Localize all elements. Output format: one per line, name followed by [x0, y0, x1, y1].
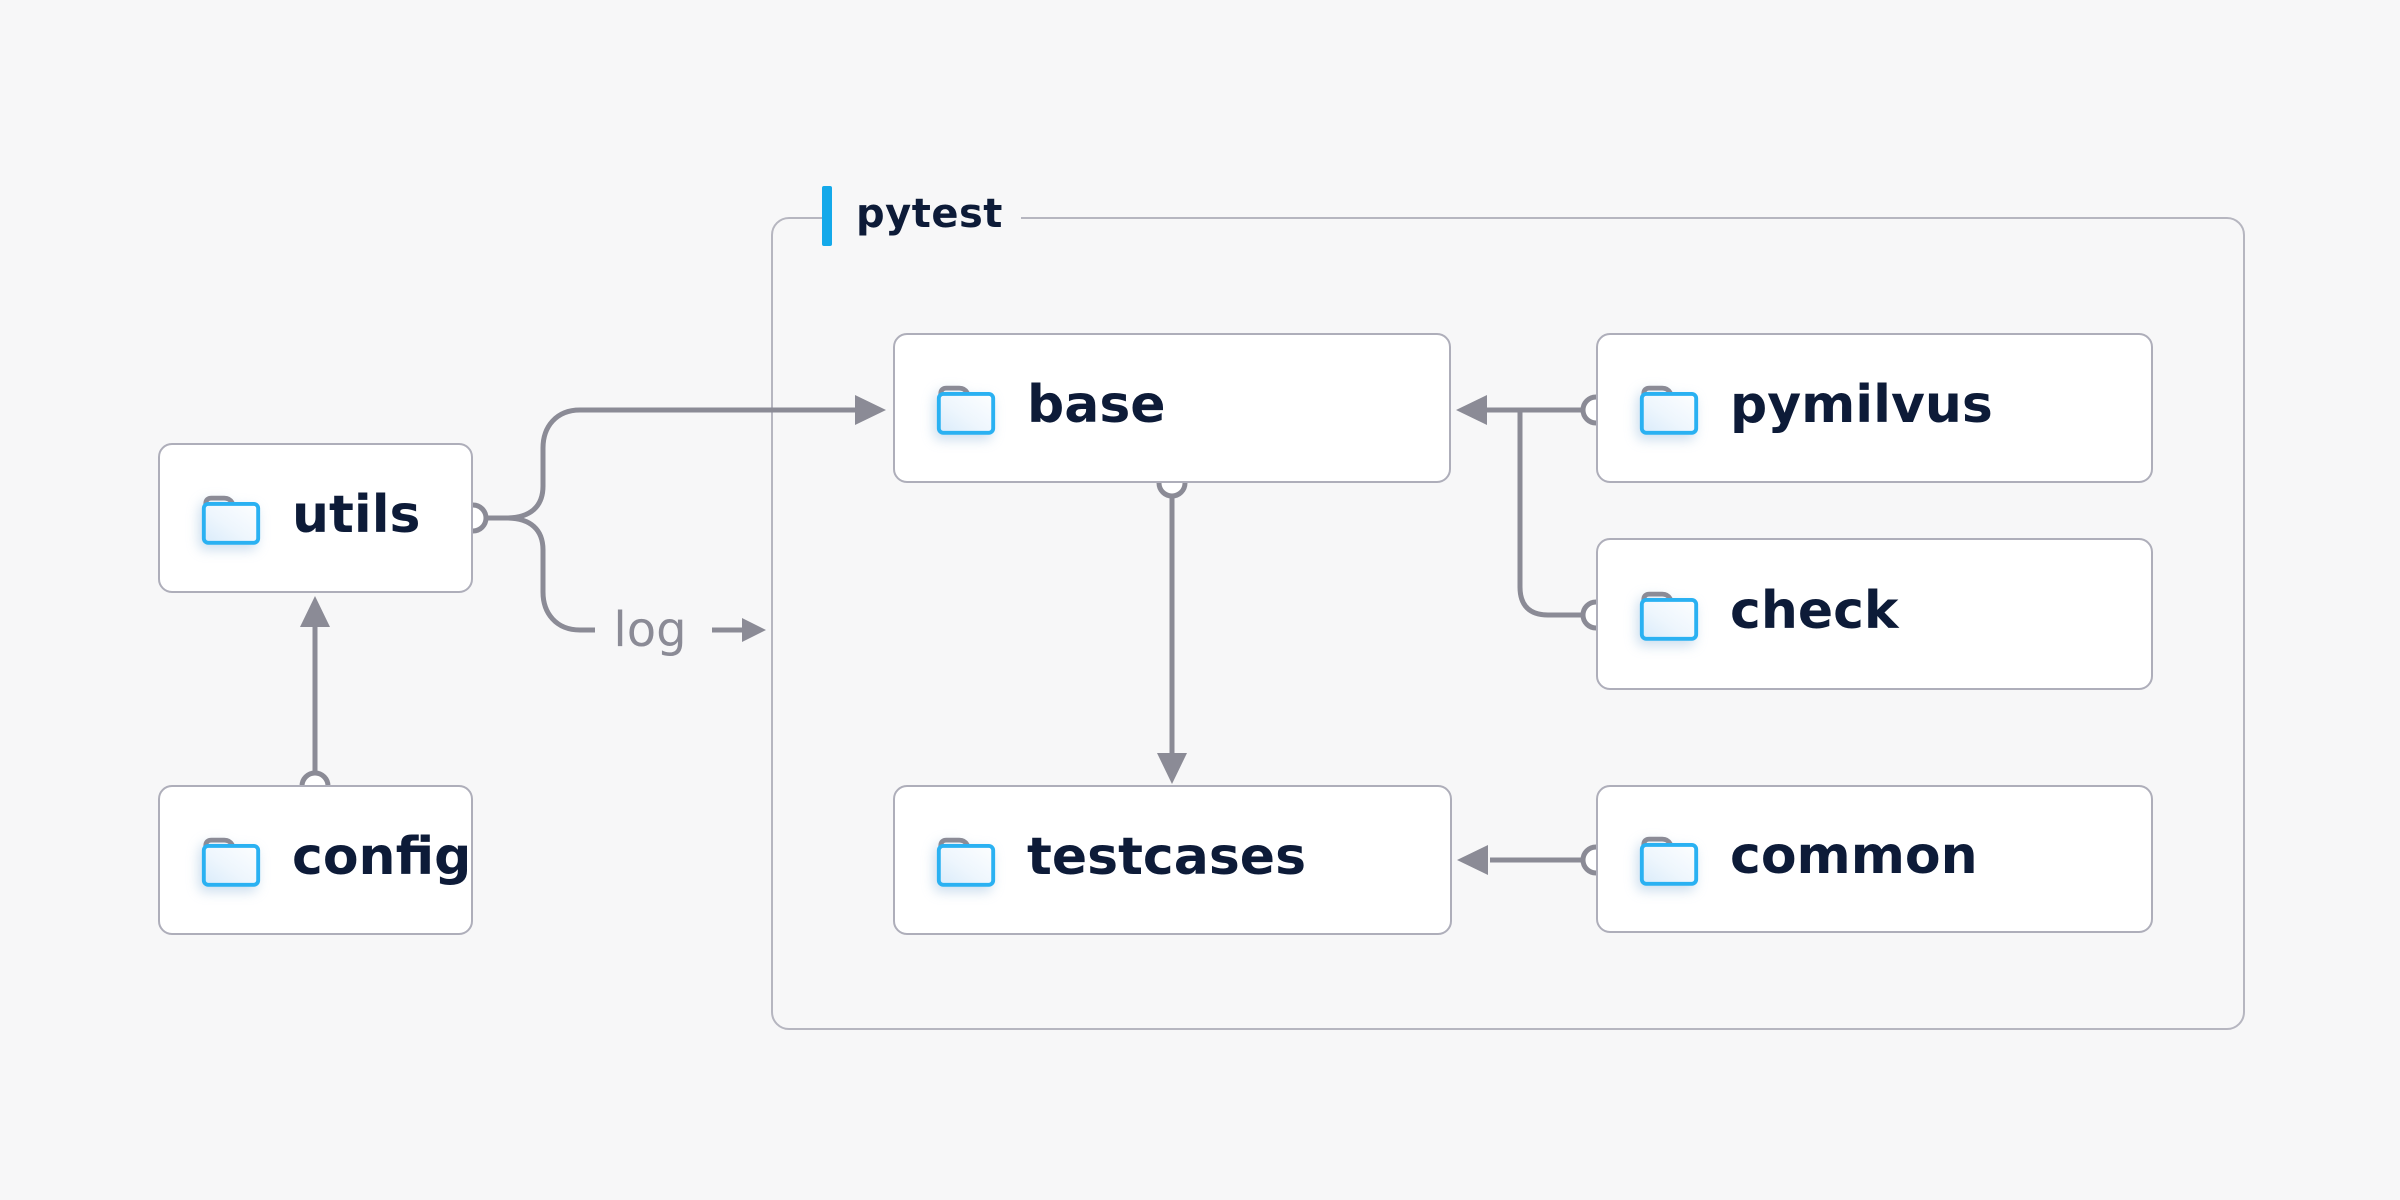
- node-common: common: [1596, 785, 2153, 933]
- folder-icon: [1636, 586, 1702, 643]
- node-testcases: testcases: [893, 785, 1452, 935]
- node-base-label: base: [1027, 375, 1166, 435]
- node-pymilvus: pymilvus: [1596, 333, 2153, 483]
- log-edge-label: log: [613, 602, 687, 658]
- pytest-group-box: [771, 217, 2245, 1030]
- pytest-group-label-text: pytest: [856, 191, 1003, 237]
- node-pymilvus-label: pymilvus: [1730, 375, 1993, 435]
- node-check-label: check: [1730, 581, 1899, 641]
- accent-bar: [822, 186, 832, 246]
- folder-icon: [1636, 831, 1702, 888]
- node-config-label: config: [292, 827, 472, 887]
- edge-utils-log: [487, 515, 595, 633]
- folder-icon: [198, 832, 264, 889]
- arrowhead-base-testcases: [1157, 753, 1187, 784]
- folder-icon: [198, 490, 264, 547]
- arrowhead-pymilvus-base: [1456, 395, 1487, 425]
- pytest-group-label: pytest: [822, 185, 1021, 247]
- arrowhead-config-utils: [300, 596, 330, 627]
- node-utils-label: utils: [292, 485, 421, 545]
- node-utils: utils: [158, 443, 473, 593]
- edge-check-base: [1517, 412, 1582, 618]
- node-config: config: [158, 785, 473, 935]
- node-common-label: common: [1730, 826, 1978, 886]
- node-check: check: [1596, 538, 2153, 690]
- folder-icon: [933, 380, 999, 437]
- folder-icon: [1636, 380, 1702, 437]
- arrowhead-common-testcases: [1457, 845, 1488, 875]
- arrowhead-utils-base: [855, 395, 886, 425]
- folder-icon: [933, 832, 999, 889]
- edge-utils-base: [487, 407, 857, 521]
- node-base: base: [893, 333, 1451, 483]
- node-testcases-label: testcases: [1027, 827, 1307, 887]
- arrowhead-log: [742, 618, 766, 642]
